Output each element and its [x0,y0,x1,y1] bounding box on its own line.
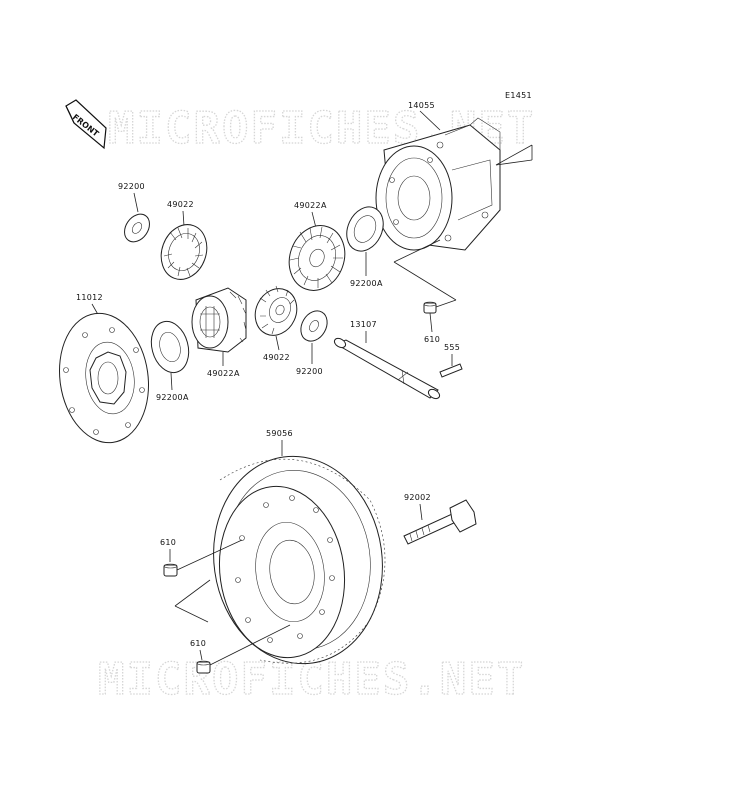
thrust-washer-left [150,320,190,374]
label-dowel-upper: 610 [160,538,176,547]
diagram-code: E1451 [505,91,532,100]
lock-pin [439,363,463,378]
pinion-shaft [333,337,441,400]
label-washer-mid: 92200 [296,367,323,376]
label-ring-gear: 59056 [266,429,293,438]
side-gear-mid [191,287,247,353]
thrust-washer-right [346,206,384,252]
label-dowel-lower: 610 [190,639,206,648]
front-arrow-icon: FRONT [65,99,107,150]
label-shaft: 13107 [350,320,377,329]
case-pin [423,301,437,314]
label-gear-top-mid: 49022A [294,201,327,210]
differential-flange [58,312,150,444]
ring-gear [213,455,386,665]
differential-case [375,117,501,251]
thrust-washer-mid [300,310,328,342]
label-gear-mid: 49022A [207,369,240,378]
label-washer-left: 92200A [156,393,189,402]
label-washer-top-left: 92200 [118,182,145,191]
side-gear-top [288,225,346,291]
thrust-washer-top-left [124,213,150,243]
label-gear-mid-right: 49022 [263,353,290,362]
label-pin-case: 610 [424,335,440,344]
dowel-pin-lower [196,660,211,674]
label-case: 14055 [408,101,435,110]
label-bolt: 92002 [404,493,431,502]
label-pin-shaft: 555 [444,343,460,352]
pinion-gear-top-left [160,224,208,280]
dowel-pin-upper [163,563,178,577]
label-washer-right: 92200A [350,279,383,288]
label-flange: 11012 [76,293,103,302]
label-gear-top-left: 49022 [167,200,194,209]
pinion-gear-mid-right [254,285,298,336]
ring-gear-bolt [403,499,477,545]
